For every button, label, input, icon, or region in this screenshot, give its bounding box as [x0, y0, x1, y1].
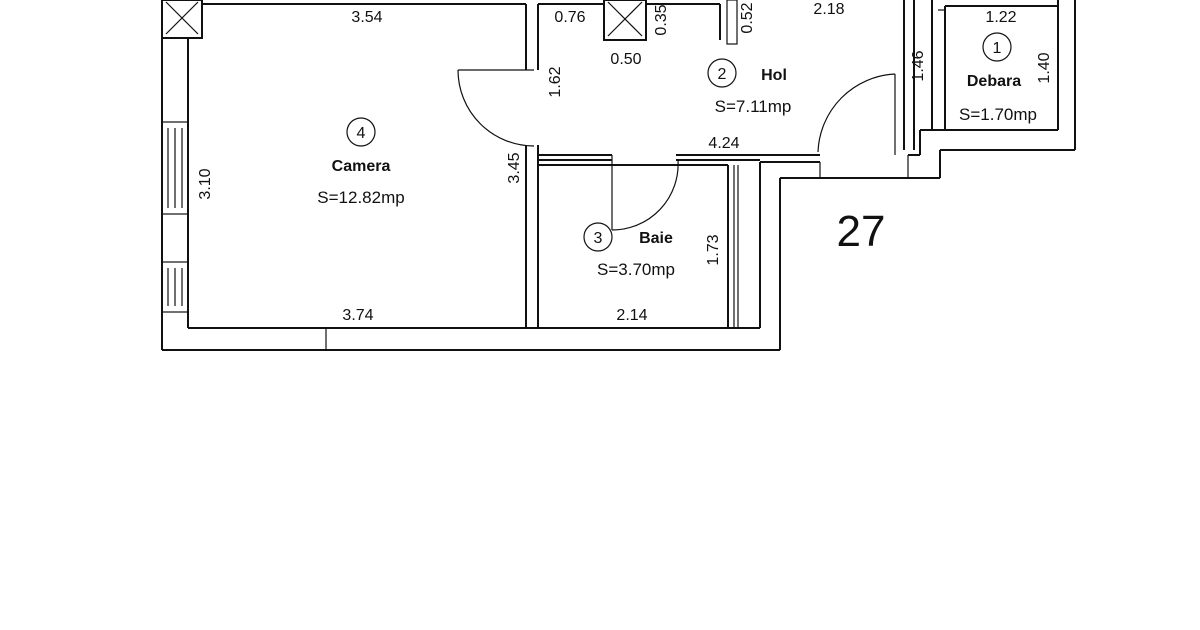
room-name: Debara: [967, 73, 1021, 90]
room-name: Hol: [761, 67, 787, 84]
baie-door: [611, 155, 679, 231]
window-upper: [161, 121, 189, 215]
camera-walls: [202, 3, 539, 328]
dimension-camera-bottom: 3.74: [342, 307, 373, 324]
room-area: S=3.70mp: [597, 260, 675, 279]
debara-walls: [931, 0, 1058, 130]
dimension-hol-right: 1.46: [910, 50, 927, 81]
room-label-debara: 1 Debara S=1.70mp: [959, 32, 1037, 124]
room-label-hol: 2 Hol S=7.11mp: [707, 58, 792, 116]
window-lower: [161, 261, 189, 313]
dimension-camera-top: 3.54: [351, 9, 382, 26]
room-number: 1: [993, 40, 1002, 57]
dimension-hol-bottom: 4.24: [708, 135, 739, 152]
ventilation-shaft-left: [161, 0, 203, 39]
room-area: S=7.11mp: [715, 97, 792, 116]
camera-door: [457, 69, 535, 147]
room-number: 4: [357, 125, 366, 142]
dimension-hol-small-3: 0.35: [653, 4, 670, 35]
dimension-labels: 3.54 3.74 3.10 3.45 1.62 0.76 0.50 0.35 …: [197, 1, 1053, 324]
room-name: Baie: [639, 230, 673, 247]
dimension-baie-right: 1.73: [705, 234, 722, 265]
hol-walls: [538, 0, 915, 161]
room-label-baie: 3 Baie S=3.70mp: [583, 222, 675, 279]
dimension-debara-side: 1.40: [1036, 52, 1053, 83]
room-label-camera: 4 Camera S=12.82mp: [317, 117, 405, 207]
room-name: Camera: [332, 158, 391, 175]
ventilation-shaft-center: [603, 0, 647, 41]
dimension-hol-upper-left: 1.62: [547, 66, 564, 97]
room-area: S=12.82mp: [317, 188, 404, 207]
room-number: 2: [718, 66, 727, 83]
apartment-number: 27: [837, 207, 886, 256]
dimension-hol-small-1: 0.76: [554, 9, 585, 26]
dimension-hol-top: 2.18: [813, 1, 844, 18]
entrance-door: [817, 73, 896, 155]
dimension-hol-small-2: 0.50: [610, 51, 641, 68]
baie-walls: [538, 164, 739, 328]
room-number: 3: [594, 230, 603, 247]
room-area: S=1.70mp: [959, 105, 1037, 124]
dimension-debara-top: 1.22: [985, 9, 1016, 26]
dimension-hol-small-4: 0.52: [739, 2, 756, 33]
dimension-camera-left: 3.10: [197, 168, 214, 199]
dimension-baie-bottom: 2.14: [616, 307, 647, 324]
outer-walls: [161, 0, 1076, 351]
dimension-camera-right: 3.45: [506, 152, 523, 183]
